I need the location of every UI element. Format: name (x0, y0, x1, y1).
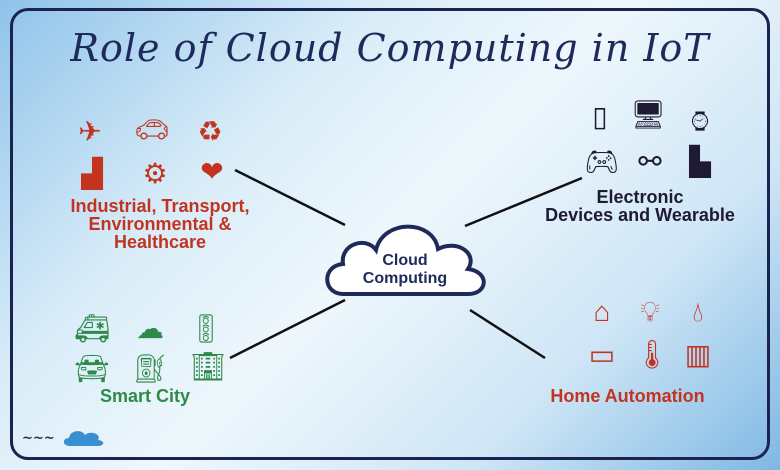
brand-logo: ~~~ (22, 431, 104, 446)
fuel-pump-icon: ⛽︎ (132, 353, 168, 384)
label-line: Environmental & (88, 214, 232, 234)
label-industrial: Industrial, Transport, Environmental & H… (40, 197, 280, 251)
gamepad-icon: 🎮︎ (584, 146, 620, 177)
tv-icon: ▭ (588, 339, 616, 370)
car-icon: 🚘︎ (74, 353, 110, 384)
center-line2: Computing (362, 270, 448, 287)
traffic-light-icon: 🚦︎ (188, 313, 224, 344)
connected-car-icon: 🚗︎ (134, 114, 170, 145)
label-smart-city: Smart City (99, 386, 191, 406)
co2-icon: ☁ (136, 313, 164, 344)
line-smart-city (229, 298, 346, 360)
house-icon: ⌂ (593, 296, 611, 327)
airplane-icon: ✈ (78, 116, 102, 147)
label-line: Healthcare (113, 232, 207, 252)
boot-icon: ▙ (689, 146, 711, 177)
center-label: Cloud Computing (345, 252, 465, 288)
svg-text:~~~: ~~~ (22, 431, 55, 446)
radiator-icon: ▥ (684, 339, 712, 370)
light-bulb-icon: 💡︎ (640, 296, 660, 327)
glasses-icon: ⚯ (638, 146, 662, 177)
label-line: Electronic (596, 187, 684, 207)
buildings-icon: 🏢︎ (190, 351, 226, 382)
center-line1: Cloud (382, 252, 428, 269)
tablet-icon: ▯ (592, 101, 608, 132)
heartbeat-icon: ❤ (200, 156, 224, 187)
smartwatch-icon: ⌚︎ (685, 107, 714, 138)
gears-icon: ⚙ (142, 158, 168, 189)
ambulance-icon: 🚑︎ (74, 313, 110, 344)
label-home-automation: Home Automation (550, 386, 705, 406)
page-title: Role of Cloud Computing in IoT (70, 26, 710, 70)
factory-icon: ▟ (81, 158, 103, 189)
frame (10, 8, 770, 460)
line-industrial (234, 168, 346, 227)
label-line: Devices and Wearable (545, 205, 735, 225)
water-drops-icon: 💧︎ (692, 296, 704, 327)
thermometer-icon: 🌡︎ (634, 339, 670, 370)
line-home (469, 308, 546, 360)
label-electronic: Electronic Devices and Wearable (530, 188, 750, 224)
monitor-icon: 🖥︎ (630, 99, 666, 130)
label-line: Industrial, Transport, (70, 196, 250, 216)
recycle-icon: ♻ (197, 116, 223, 147)
cloud-icon (325, 224, 486, 296)
line-electronic (464, 176, 583, 228)
